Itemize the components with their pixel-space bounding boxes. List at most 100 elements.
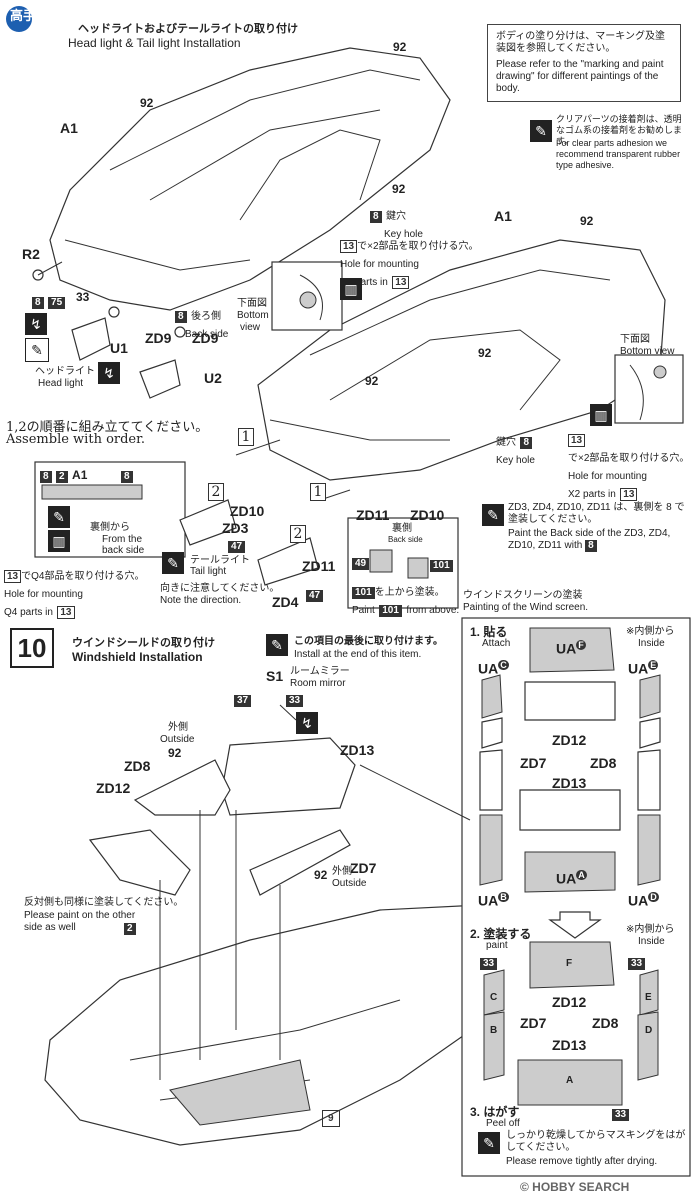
paint-note-jp: ボディの塗り分けは、マーキング及塗装図を参照してください。 (496, 31, 665, 54)
fa-101b: 101 (379, 605, 402, 617)
num-92-w: 92 (168, 746, 182, 760)
x2b-jp: で×2部品を取り付ける穴。 (568, 453, 690, 464)
x2b-num-b: 13 (620, 488, 638, 501)
part-num-47a-wrap: 47 (228, 536, 246, 554)
part-num-8b: 8 (175, 311, 187, 323)
clear-note-en: For clear parts adhesion we recommend tr… (556, 138, 681, 170)
keyhole2-jp: 鍵穴 (496, 437, 516, 448)
x2-hole-note-2: 13 で×2部品を取り付ける穴。 Hole for mounting X2 par… (568, 430, 697, 502)
keyhole-label-2: 鍵穴 8 Key hole (496, 432, 535, 468)
ws-ZD8-b: ZD8 (592, 1015, 619, 1031)
box-backside-jp: 裏側 (392, 523, 412, 534)
dry-jp: しっかり乾燥してからマスキングをはがしてください。 (506, 1130, 686, 1153)
zd-paint-8: 8 (585, 540, 597, 552)
ws-33c: 33 (612, 1109, 630, 1121)
tail-en: Tail light (190, 566, 227, 577)
part-label-R2: R2 (22, 246, 40, 262)
order-en: Assemble with order. (6, 432, 146, 447)
ws-33-right: 33 (628, 953, 646, 971)
from-back-jp: 裏側から (90, 522, 130, 533)
part-label-ZD11: ZD11 (302, 558, 336, 574)
paint-marker-icon-2: ▥ (590, 404, 612, 426)
glue-icon-3: ✎ (162, 552, 184, 574)
keyhole-en: Key hole (384, 229, 423, 240)
q4-en1: Hole for mounting (4, 589, 83, 600)
x2b-en2: X2 parts in (568, 489, 616, 500)
zd-paint-en: Paint the Back side of the ZD3, ZD4, ZD1… (508, 528, 688, 552)
part-label-92-car2b: 92 (478, 346, 492, 360)
part-num-9: 9 (322, 1110, 340, 1127)
box-49-wrap: 49 (352, 553, 370, 571)
part-label-92b: 92 (393, 40, 407, 54)
step10-title-jp: ウインドシールドの取り付け (72, 637, 215, 649)
ua-d-circle: D (648, 892, 659, 902)
ws-circ-a: A (566, 1075, 574, 1086)
box-backside-en: Back side (388, 535, 423, 544)
ws-ZD13: ZD13 (552, 775, 587, 791)
window-ZD8: ZD8 (124, 758, 151, 774)
part-label-92-car2c: 92 (365, 374, 379, 388)
bottom-view-en2: view (240, 322, 261, 333)
ws-33a: 33 (480, 958, 498, 970)
ws-step3-en: Peel off (486, 1118, 520, 1129)
box-ZD10: ZD10 (410, 507, 445, 523)
seq-1-top: 1 (238, 428, 254, 446)
inset-8b: 8 (121, 466, 133, 484)
ws-ZD8: ZD8 (590, 755, 617, 771)
part-num-47b-wrap: 47 (306, 585, 324, 603)
part-label-33: 33 (76, 290, 90, 304)
part-label-ZD4: ZD4 (272, 594, 299, 610)
logo-text: 高手网 (10, 8, 50, 23)
paint-marker-icon: ▥ (340, 278, 362, 300)
inset-8b-num: 8 (121, 471, 133, 483)
keyhole-jp: 鍵穴 (386, 211, 407, 222)
num-33-wrap: 33 (286, 690, 304, 708)
dry-en: Please remove tightly after drying. (506, 1156, 658, 1167)
outside-en-1: Outside (160, 734, 195, 745)
glue-icon-2: ✎ (48, 506, 70, 528)
num-92-w2: 92 (314, 868, 328, 882)
section-title-jp: ヘッドライトおよびテールライトの取り付け (78, 23, 298, 35)
back-jp: 後ろ側 (191, 311, 222, 322)
box-101: 101 (430, 560, 453, 572)
direction-en: Note the direction. (160, 595, 242, 606)
site-logo: 高手网 (6, 6, 66, 46)
ws-inside2-en: Inside (638, 936, 665, 947)
ws-step2-jp: 2. 塗装する (470, 927, 532, 941)
q4-num: 13 (4, 570, 22, 583)
ua-c-text: UA (478, 660, 499, 677)
back-en: Back side (185, 329, 229, 340)
part-label-U2: U2 (204, 370, 222, 386)
keyhole-label-1: 8 鍵穴 Key hole (370, 206, 423, 242)
part-label-92a: 92 (140, 96, 154, 110)
ws-inside-jp: ※内側から (626, 626, 675, 637)
paint-75: 75 (48, 297, 66, 309)
ua-f-text: UA (556, 640, 577, 657)
install-end-en: Install at the end of this item. (294, 649, 422, 660)
x2b-num: 13 (568, 434, 586, 447)
keyhole2-en: Key hole (496, 455, 535, 466)
part-num-8: 8 (370, 211, 382, 223)
x2-num-b: 13 (392, 276, 410, 289)
box-49: 49 (352, 558, 370, 570)
watermark: © HOBBY SEARCH (520, 1180, 630, 1194)
x2-jp: で×2部品を取り付ける穴。 (357, 241, 479, 252)
ws-ZD7: ZD7 (520, 755, 547, 771)
seq-2-right: 2 (290, 525, 306, 543)
window-ZD7: ZD7 (350, 860, 377, 876)
ua-d-text: UA (628, 892, 649, 909)
tail-jp: テールライト (190, 555, 250, 566)
windscreen-title-jp: ウインドスクリーンの塗装 (463, 590, 583, 601)
install-end-jp: この項目の最後に取り付けます。 (294, 636, 443, 647)
part-label-ZD9b: ZD9 (192, 330, 219, 346)
x2b-en1: Hole for mounting (568, 471, 647, 482)
ws-33b: 33 (628, 958, 646, 970)
order-jp: 1,2の順番に組み立ててください。 (6, 420, 209, 435)
ws-circ-e: E (645, 992, 652, 1003)
paint-8: 8 (32, 297, 44, 309)
